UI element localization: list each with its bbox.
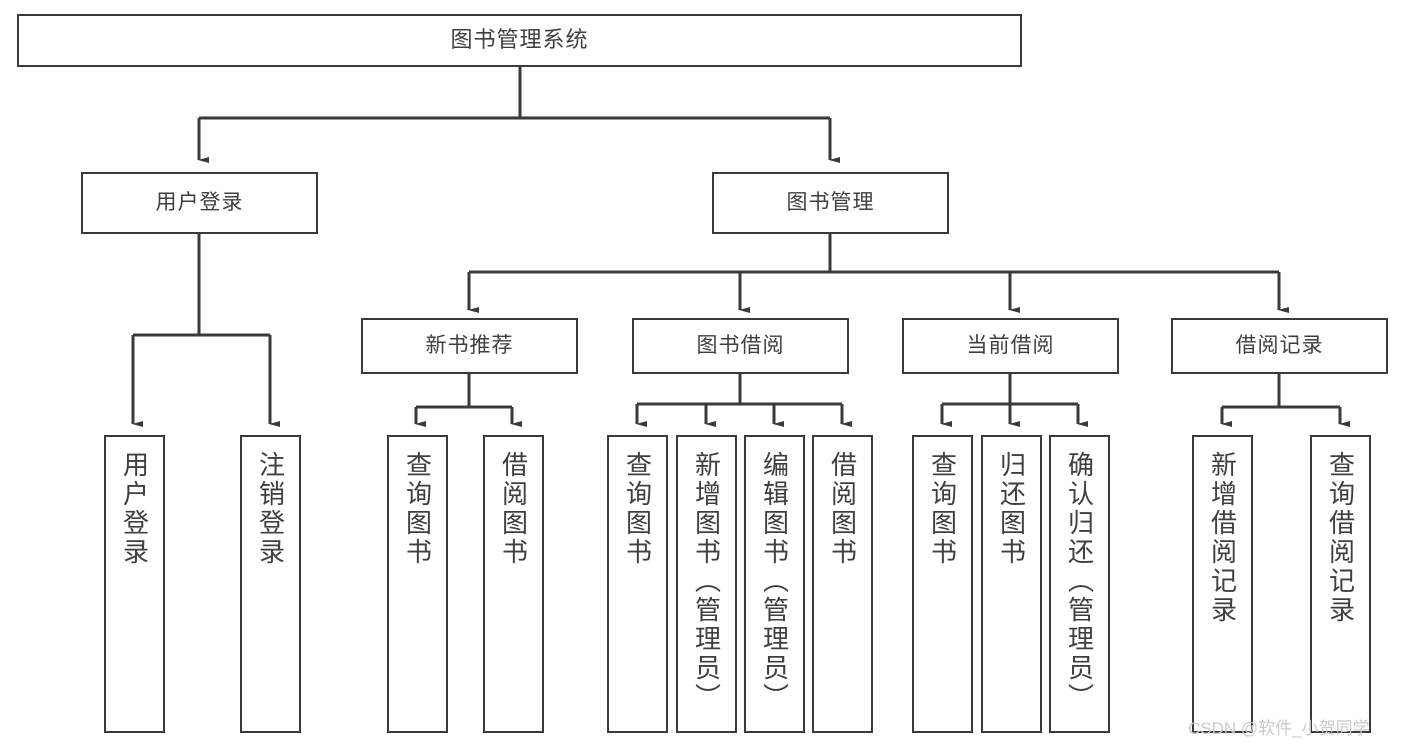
- leaf-add-borrow-record[interactable]: 新增借阅记录: [1192, 435, 1253, 733]
- leaf-edit-book-admin[interactable]: 编辑图书（管理员）: [744, 435, 805, 733]
- node-label: 查询图书: [622, 451, 653, 567]
- node-label: 确认归还（管理员）: [1064, 451, 1095, 712]
- node-label: 用户登录: [155, 191, 244, 215]
- node-label: 查询图书: [927, 451, 958, 567]
- node-label: 图书管理系统: [450, 27, 589, 53]
- csdn-watermark: CSDN @软件_小贺同学: [1188, 719, 1370, 738]
- leaf-return-book[interactable]: 归还图书: [981, 435, 1042, 733]
- node-label: 用户登录: [119, 451, 150, 567]
- leaf-user-login[interactable]: 用户登录: [104, 435, 165, 733]
- node-label: 查询借阅记录: [1325, 451, 1356, 625]
- node-label: 借阅图书: [498, 451, 529, 567]
- node-label: 借阅记录: [1235, 334, 1324, 358]
- node-borrow-records[interactable]: 借阅记录: [1171, 318, 1388, 374]
- leaf-add-book-admin[interactable]: 新增图书（管理员）: [676, 435, 737, 733]
- node-book-borrow[interactable]: 图书借阅: [632, 318, 849, 374]
- node-label: 新增借阅记录: [1207, 451, 1238, 625]
- node-label: 图书管理: [786, 191, 875, 215]
- node-new-book-recommend[interactable]: 新书推荐: [361, 318, 578, 374]
- node-label: 注销登录: [255, 451, 286, 567]
- node-label: 新增图书（管理员）: [691, 451, 722, 712]
- leaf-query-book-borrow[interactable]: 查询图书: [607, 435, 668, 733]
- node-root-system[interactable]: 图书管理系统: [17, 14, 1022, 67]
- leaf-borrow-book[interactable]: 借阅图书: [812, 435, 873, 733]
- leaf-query-borrow-record[interactable]: 查询借阅记录: [1310, 435, 1371, 733]
- node-label: 查询图书: [402, 451, 433, 567]
- node-label: 借阅图书: [827, 451, 858, 567]
- leaf-logout[interactable]: 注销登录: [240, 435, 301, 733]
- node-label: 图书借阅: [696, 334, 785, 358]
- leaf-query-book-current[interactable]: 查询图书: [912, 435, 973, 733]
- leaf-borrow-book-recommend[interactable]: 借阅图书: [483, 435, 544, 733]
- node-label: 当前借阅: [966, 334, 1055, 358]
- node-user-login[interactable]: 用户登录: [81, 172, 318, 234]
- leaf-confirm-return-admin[interactable]: 确认归还（管理员）: [1049, 435, 1110, 733]
- node-book-management[interactable]: 图书管理: [712, 172, 949, 234]
- node-label: 新书推荐: [425, 334, 514, 358]
- leaf-query-book-recommend[interactable]: 查询图书: [387, 435, 448, 733]
- node-label: 归还图书: [996, 451, 1027, 567]
- node-label: 编辑图书（管理员）: [759, 451, 790, 712]
- node-current-borrow[interactable]: 当前借阅: [902, 318, 1119, 374]
